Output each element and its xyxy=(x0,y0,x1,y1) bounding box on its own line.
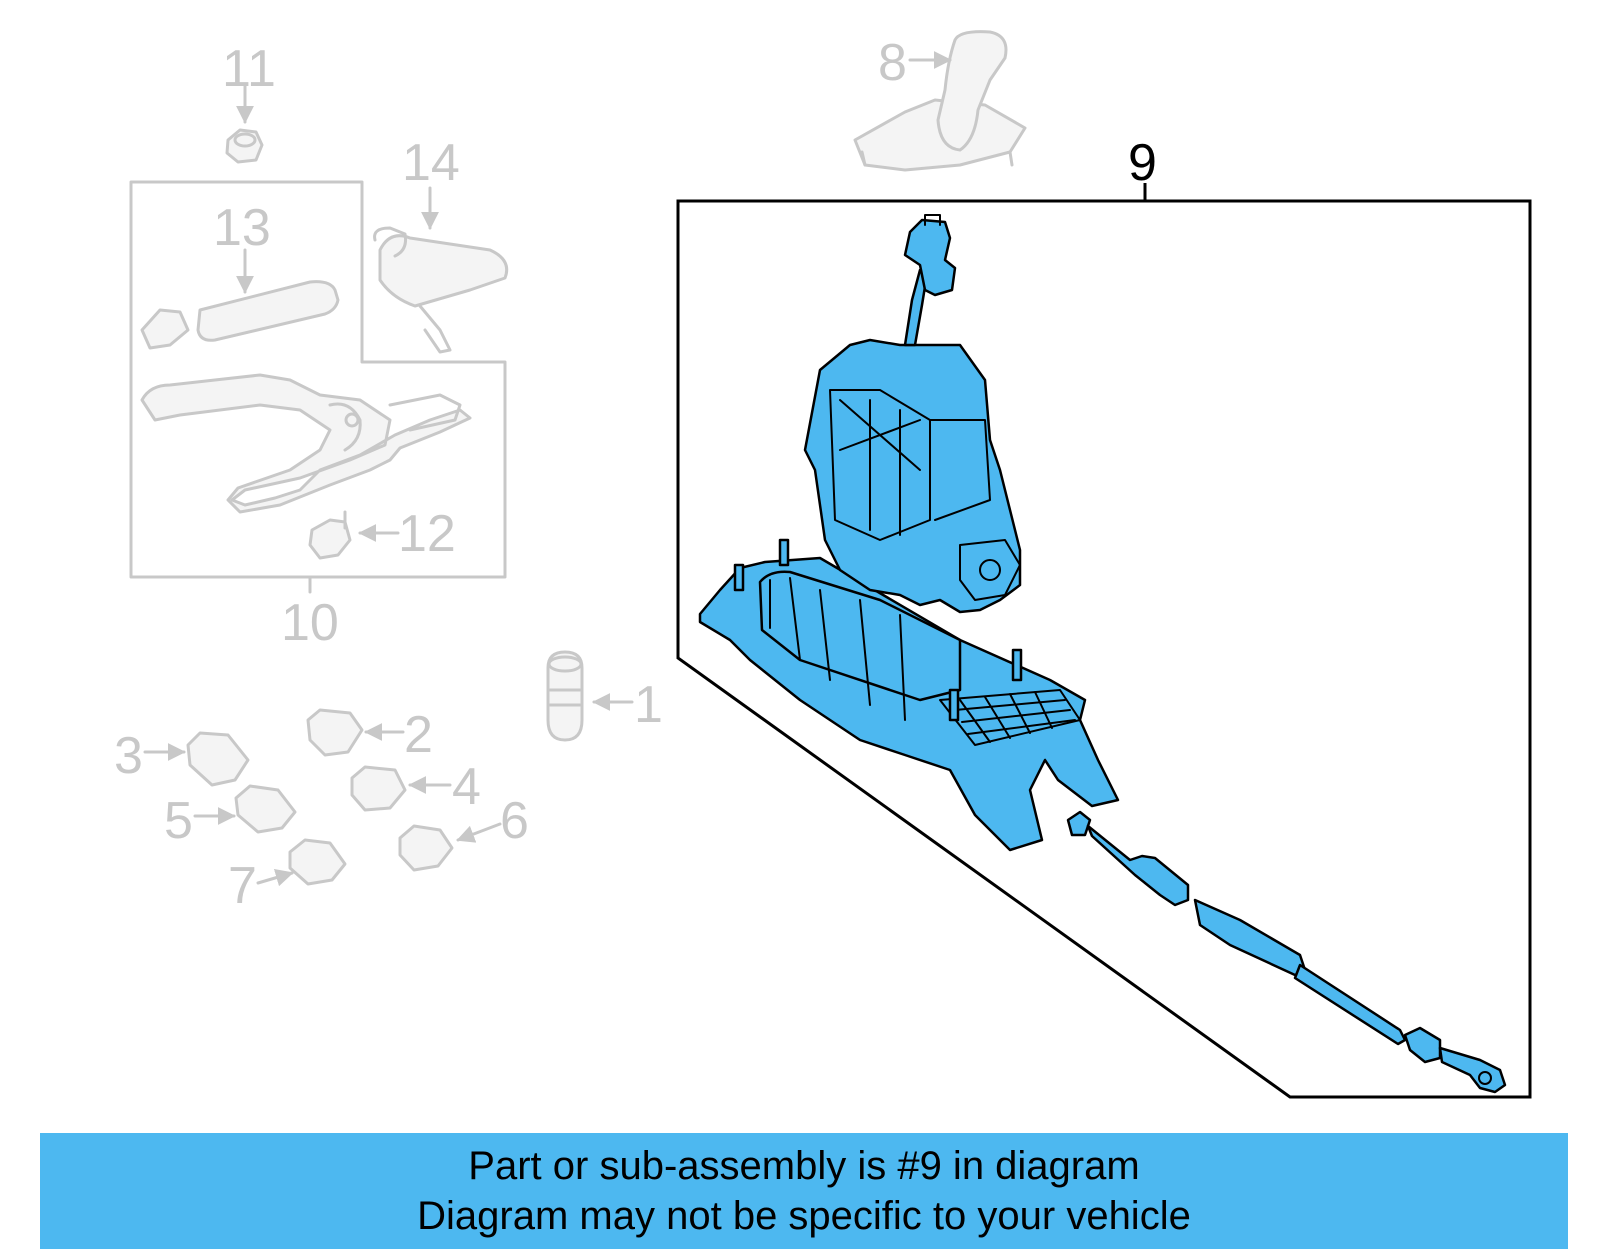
callout-1: 1 xyxy=(634,676,663,734)
callout-14: 14 xyxy=(402,134,460,192)
callout-labels: 11 13 14 12 10 8 9 1 2 3 4 5 6 7 xyxy=(114,34,1157,915)
part-12-clip[interactable] xyxy=(308,510,400,560)
callout-10: 10 xyxy=(281,594,339,652)
group-10-frame xyxy=(129,180,507,594)
part-14-boot[interactable] xyxy=(373,186,509,354)
part-6-switch[interactable] xyxy=(398,822,502,872)
part-3-switch[interactable] xyxy=(143,731,250,787)
part-5-switch[interactable] xyxy=(193,784,297,834)
part-8-shift-knob[interactable] xyxy=(853,30,1027,172)
part-2-switch[interactable] xyxy=(306,708,405,757)
banner-line-2: Diagram may not be specific to your vehi… xyxy=(417,1194,1191,1238)
part-9-shifter-assembly[interactable] xyxy=(698,214,1507,1094)
group-9-frame xyxy=(676,183,1532,1099)
parking-brake-lever xyxy=(140,373,472,514)
callout-11: 11 xyxy=(222,40,276,98)
part-7-switch[interactable] xyxy=(256,838,347,887)
tray-grid xyxy=(939,689,1081,746)
part-4-switch[interactable] xyxy=(350,765,452,812)
part-13-grip[interactable] xyxy=(140,248,340,350)
info-banner: Part or sub-assembly is #9 in diagram Di… xyxy=(40,1133,1568,1249)
banner-line-1: Part or sub-assembly is #9 in diagram xyxy=(468,1144,1140,1188)
callout-12: 12 xyxy=(398,505,456,563)
callout-3: 3 xyxy=(114,727,143,785)
callout-2: 2 xyxy=(404,706,433,764)
part-1-plug[interactable] xyxy=(546,650,634,742)
part-11-nut[interactable] xyxy=(225,83,264,164)
callout-7: 7 xyxy=(228,857,257,915)
callout-5: 5 xyxy=(164,792,193,850)
callout-6: 6 xyxy=(500,792,529,850)
callout-8: 8 xyxy=(878,34,907,92)
callout-13: 13 xyxy=(213,199,271,257)
callout-4: 4 xyxy=(452,758,481,816)
callout-9: 9 xyxy=(1128,134,1157,192)
